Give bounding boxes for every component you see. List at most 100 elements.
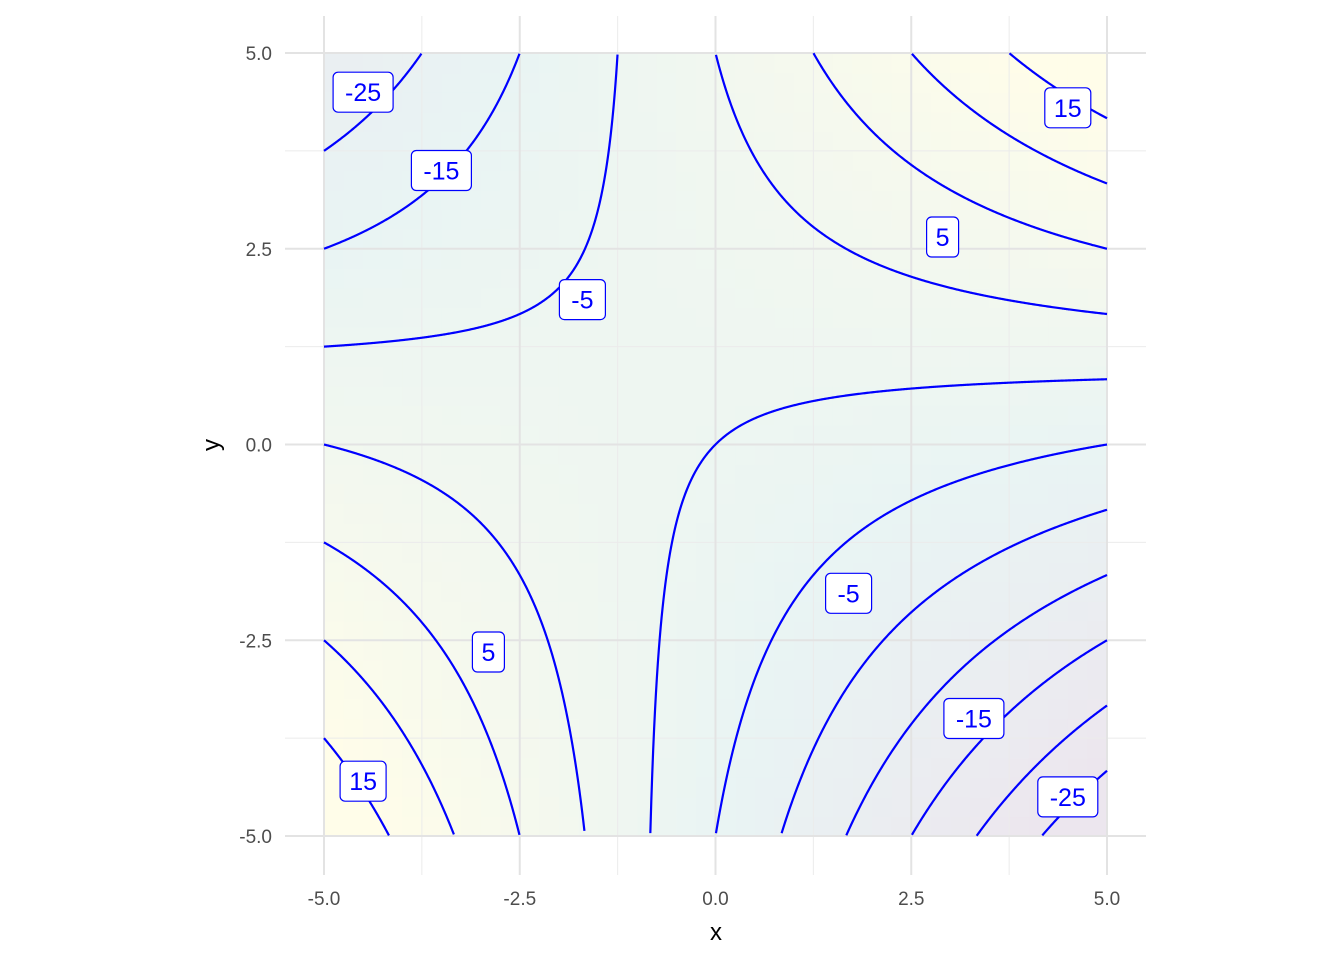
fill-cell (793, 248, 814, 269)
fill-cell (324, 718, 345, 739)
fill-cell (1009, 307, 1030, 328)
fill-cell (402, 72, 423, 93)
fill-cell (598, 796, 619, 818)
fill-cell (617, 111, 638, 132)
fill-cell (969, 738, 991, 759)
fill-cell (324, 777, 345, 798)
fill-cell (1028, 111, 1049, 132)
fill-cell (617, 542, 638, 563)
fill-cell (676, 405, 697, 426)
fill-cell (832, 170, 854, 191)
fill-cell (1067, 327, 1089, 348)
fill-cell (715, 150, 736, 172)
fill-cell (656, 581, 677, 602)
fill-cell (441, 444, 462, 465)
fill-cell (500, 718, 521, 739)
fill-cell (324, 307, 345, 328)
fill-cell (441, 522, 462, 543)
fill-cell (480, 170, 501, 191)
fill-cell (500, 92, 521, 113)
fill-cell (832, 131, 854, 152)
fill-cell (676, 542, 697, 563)
fill-cell (930, 385, 952, 406)
fill-cell (480, 698, 501, 720)
fill-cell (695, 718, 717, 739)
fill-cell (774, 229, 795, 250)
fill-cell (637, 287, 658, 309)
fill-cell (500, 248, 521, 269)
fill-cell (911, 405, 932, 426)
fill-cell (598, 601, 619, 622)
fill-cell (832, 405, 854, 426)
fill-cell (891, 816, 912, 837)
fill-cell (1067, 307, 1089, 328)
fill-cell (715, 190, 736, 211)
fill-cell (519, 287, 540, 309)
fill-cell (676, 620, 697, 641)
fill-cell (813, 424, 834, 446)
fill-cell (578, 385, 599, 406)
fill-cell (421, 679, 443, 700)
fill-cell (558, 346, 580, 367)
fill-cell (793, 307, 814, 328)
fill-cell (754, 738, 775, 759)
fill-cell (1048, 170, 1069, 191)
fill-cell (558, 503, 580, 524)
fill-cell (969, 327, 991, 348)
fill-cell (519, 796, 540, 818)
fill-cell (793, 444, 814, 465)
fill-cell (754, 581, 775, 602)
fill-cell (500, 738, 521, 759)
fill-cell (343, 307, 364, 328)
fill-cell (617, 405, 638, 426)
fill-cell (402, 659, 423, 680)
fill-cell (754, 327, 775, 348)
fill-cell (832, 111, 854, 132)
fill-cell (656, 601, 677, 622)
fill-cell (558, 92, 580, 113)
fill-cell (558, 111, 580, 132)
fill-cell (852, 268, 873, 289)
fill-cell (480, 424, 501, 446)
fill-cell (382, 248, 403, 269)
fill-cell (461, 796, 482, 818)
fill-cell (676, 327, 697, 348)
fill-cell (930, 738, 952, 759)
fill-cell (891, 209, 912, 230)
fill-cell (832, 503, 854, 524)
fill-cell (480, 796, 501, 818)
fill-cell (793, 659, 814, 680)
fill-cell (774, 268, 795, 289)
fill-cell (539, 542, 560, 563)
fill-cell (598, 464, 619, 485)
fill-cell (1048, 248, 1069, 269)
fill-cell (578, 620, 599, 641)
fill-cell (519, 718, 540, 739)
fill-cell (382, 209, 403, 230)
fill-cell (598, 679, 619, 700)
fill-cell (969, 581, 991, 602)
fill-cell (421, 816, 443, 837)
fill-cell (558, 464, 580, 485)
fill-cell (754, 640, 775, 661)
fill-cell (695, 698, 717, 720)
fill-cell (441, 796, 462, 818)
fill-cell (637, 268, 658, 289)
fill-cell (382, 620, 403, 641)
fill-cell (558, 601, 580, 622)
fill-cell (519, 483, 540, 504)
fill-cell (637, 444, 658, 465)
fill-cell (578, 327, 599, 348)
fill-cell (1028, 268, 1049, 289)
fill-cell (715, 483, 736, 504)
fill-cell (363, 424, 384, 446)
fill-cell (539, 170, 560, 191)
fill-cell (441, 131, 462, 152)
fill-cell (480, 385, 501, 406)
fill-cell (969, 385, 991, 406)
fill-cell (363, 170, 384, 191)
fill-cell (735, 444, 756, 465)
fill-cell (832, 53, 854, 74)
fill-cell (989, 405, 1010, 426)
fill-cell (461, 444, 482, 465)
